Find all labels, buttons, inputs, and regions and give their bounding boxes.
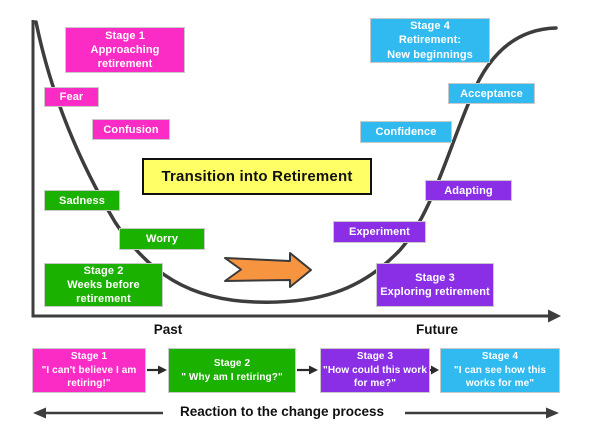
process-step-1: Stage 1 "I can't believe I am retiring!" [32,348,146,393]
fear-label: Fear [44,87,99,107]
forward-arrow-icon [224,252,312,288]
process-connector-arrow-3 [430,365,439,375]
process-connector-arrow-1 [147,365,167,375]
acceptance-label: Acceptance [448,83,535,104]
process-step-2: Stage 2 " Why am I retiring?" [168,348,296,393]
process-step-4: Stage 4 "I can see how this works for me… [440,348,560,393]
confidence-label: Confidence [360,121,452,143]
adapting-label: Adapting [425,180,512,201]
stage3-curve-box: Stage 3 Exploring retirement [376,263,494,307]
future-axis-label: Future [416,322,458,337]
stage4-curve-box: Stage 4 Retirement: New beginnings [370,18,490,63]
confusion-label: Confusion [92,119,170,140]
reaction-caption: Reaction to the change process [179,404,385,419]
sadness-label: Sadness [44,190,120,211]
reaction-arrow-right-icon [405,407,559,419]
past-axis-label: Past [153,322,183,337]
process-step-3: Stage 3 "How could this work for me?" [320,348,430,393]
process-connector-arrow-2 [297,365,318,375]
reaction-arrow-left-icon [33,407,163,419]
stage2-curve-box: Stage 2 Weeks before retirement [44,263,163,307]
stage1-curve-box: Stage 1 Approaching retirement [65,27,185,73]
worry-label: Worry [119,228,205,250]
diagram-title: Transition into Retirement [142,158,372,195]
x-axis-arrowhead-icon [548,309,561,323]
experiment-label: Experiment [333,221,426,243]
